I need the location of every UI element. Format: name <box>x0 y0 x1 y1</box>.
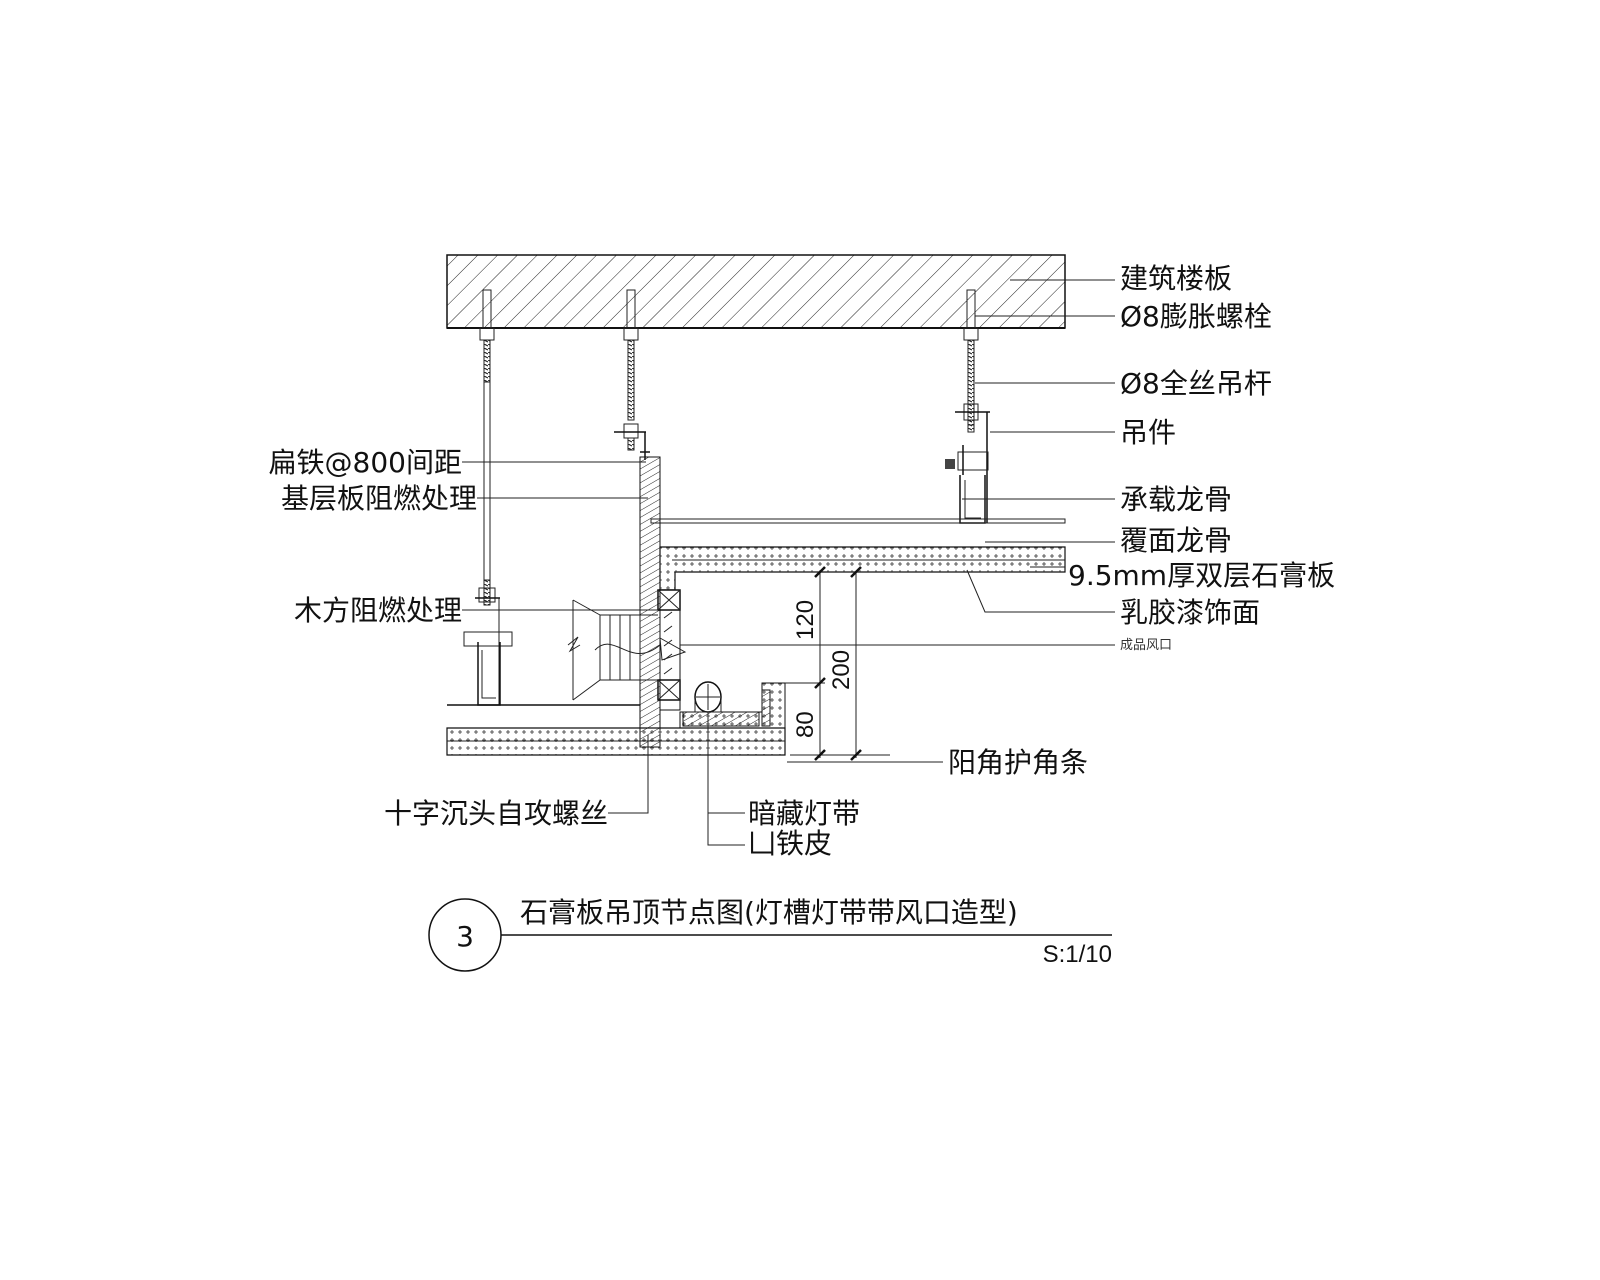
label-corner-bead: 阳角护角条 <box>948 746 1088 779</box>
label-threaded-rod: Ø8全丝吊杆 <box>1120 367 1272 400</box>
dimension-lines: 120 200 80 <box>785 566 890 761</box>
label-anchor-bolt: Ø8膨胀螺栓 <box>1120 300 1272 333</box>
label-main-keel: 承载龙骨 <box>1120 483 1232 516</box>
label-gypsum-board: 9.5mm厚双层石膏板 <box>1068 559 1335 592</box>
label-cover-keel: 覆面龙骨 <box>1120 524 1232 557</box>
label-base-board: 基层板阻燃处理 <box>281 482 477 515</box>
detail-scale: S:1/10 <box>1043 941 1112 968</box>
detail-title: 石膏板吊顶节点图(灯槽灯带带风口造型) <box>520 896 1018 929</box>
label-air-vent: 成品风口 <box>1120 638 1172 653</box>
light-strip-lamp <box>694 681 722 713</box>
leader-lines <box>462 279 1115 846</box>
rod-middle <box>614 289 646 460</box>
labels-right: 建筑楼板 Ø8膨胀螺栓 Ø8全丝吊杆 吊件 承载龙骨 覆面龙骨 9.5mm厚双层… <box>948 262 1335 779</box>
label-hidden-light: 暗藏灯带 <box>748 797 860 830</box>
label-screws: 十字沉头自攻螺丝 <box>384 797 608 830</box>
label-hanger: 吊件 <box>1120 416 1176 449</box>
label-slab: 建筑楼板 <box>1120 262 1232 295</box>
rod-left <box>463 289 513 706</box>
air-duct <box>567 599 687 701</box>
concrete-slab <box>446 254 1066 329</box>
labels-left: 扁铁@800间距 基层板阻燃处理 木方阻燃处理 十字沉头自攻螺丝 <box>269 446 608 830</box>
label-wood-batten: 木方阻燃处理 <box>294 594 462 627</box>
dim-80: 80 <box>792 711 819 738</box>
labels-bottom: 暗藏灯带 凵铁皮 <box>748 797 860 860</box>
detail-number: 3 <box>456 920 474 953</box>
dim-200: 200 <box>828 650 855 690</box>
label-u-sheet: 凵铁皮 <box>748 827 832 860</box>
label-flat-iron: 扁铁@800间距 <box>269 446 462 479</box>
dim-120: 120 <box>792 600 819 640</box>
label-latex-paint: 乳胶漆饰面 <box>1120 596 1260 629</box>
title-block: 3 石膏板吊顶节点图(灯槽灯带带风口造型) S:1/10 <box>428 896 1112 972</box>
ceiling-assembly <box>446 451 1066 756</box>
